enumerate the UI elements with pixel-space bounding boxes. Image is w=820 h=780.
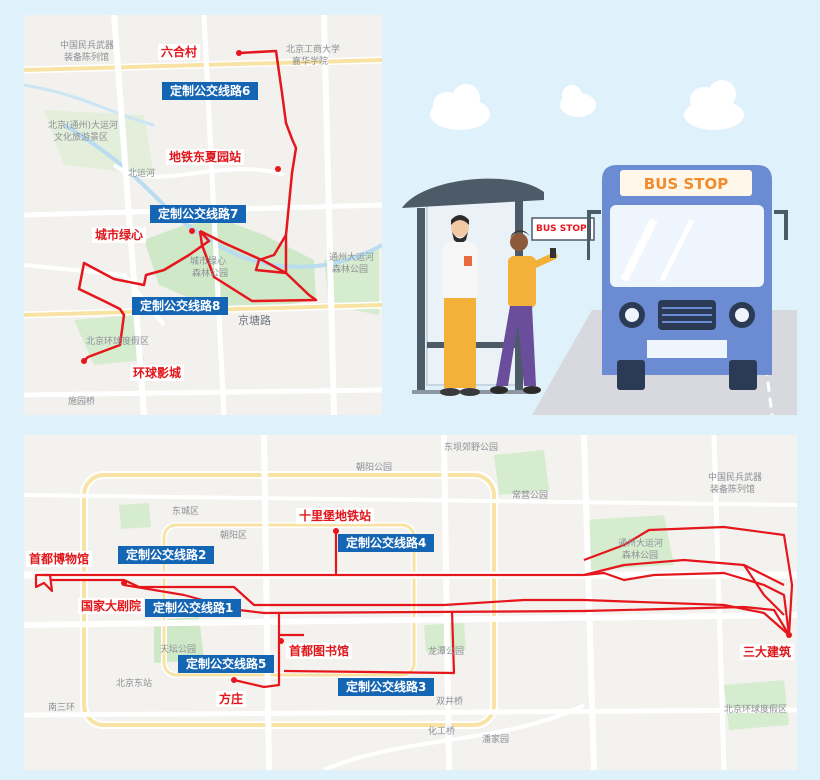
route-label-1: 定制公交线路1	[145, 599, 242, 617]
map-label: 通州大运河	[618, 539, 664, 549]
stop-label-shoudu-tushuguan: 首都图书馆	[286, 643, 353, 659]
map-label: 通州大运河	[329, 253, 375, 263]
map-label: 装备陈列馆	[64, 53, 110, 63]
map-label: 京塘路	[238, 314, 271, 327]
map-label: 森林公园	[192, 269, 229, 279]
map-label: 北京(通州)大运河	[48, 121, 119, 131]
map-label: 中国民兵武器	[60, 41, 115, 51]
map-label: 施园桥	[68, 397, 96, 407]
map-label: 南三环	[48, 703, 76, 713]
cloud-icon	[430, 80, 744, 130]
map-label: 化工桥	[428, 727, 456, 737]
stop-label-guojia-dajuyuan: 国家大剧院	[78, 598, 145, 614]
route-label-3: 定制公交线路3	[338, 678, 435, 696]
stop-label-liuhecun: 六合村	[158, 44, 201, 60]
bottom-map-base	[24, 435, 797, 770]
man-figure	[440, 215, 480, 396]
map-label: 东坝郊野公园	[444, 443, 499, 453]
route-label-4: 定制公交线路4	[338, 534, 435, 552]
map-label: 中国民兵武器	[708, 473, 763, 483]
bus-stop-board: BUS STOP	[531, 217, 595, 260]
route-label-2: 定制公交线路2	[118, 546, 215, 564]
map-label: 森林公园	[332, 265, 369, 275]
map-label: 常营公园	[512, 491, 549, 501]
map-label: 森林公园	[622, 551, 659, 561]
map-label: 双井桥	[436, 697, 464, 707]
map-label: 龙潭公园	[428, 647, 465, 657]
bus-stop-scene: BUS STOP BUS STO	[402, 80, 797, 415]
map-label: 北京环球度假区	[724, 705, 788, 715]
stop-label-dongxiayuan: 地铁东夏园站	[166, 149, 245, 165]
bus-graphic: BUS STOP	[587, 165, 788, 390]
map-label: 天坛公园	[160, 645, 197, 655]
top-route-map: 中国民兵武器 装备陈列馆 北京工商大学 嘉华学院 北京(通州)大运河 文化旅游景…	[24, 15, 382, 415]
map-label: 城市绿心	[190, 257, 227, 267]
map-label: 嘉华学院	[292, 57, 329, 67]
stop-label-shilibao: 十里堡地铁站	[296, 508, 375, 524]
map-label: 朝阳公园	[356, 463, 393, 473]
stop-label-sanda-jianzhu: 三大建筑	[740, 644, 795, 660]
map-label: 北京工商大学	[286, 45, 341, 55]
map-label: 装备陈列馆	[710, 485, 756, 495]
bottom-route-map: 东城区 朝阳区 天坛公园 南三环 化工桥 潘家园 双井桥 中国民兵武器 装备陈列…	[24, 435, 797, 770]
map-label: 北京环球度假区	[86, 337, 150, 347]
stop-label-shoudu-bowuguan: 首都博物馆	[26, 551, 93, 567]
board-text: BUS STOP	[536, 224, 587, 234]
map-label: 北运河	[128, 169, 156, 179]
bus-sign-text: BUS STOP	[644, 175, 728, 193]
map-label: 东城区	[172, 507, 200, 517]
stop-label-fangzhuang: 方庄	[216, 691, 247, 707]
map-label: 文化旅游景区	[54, 133, 109, 143]
route-label-6: 定制公交线路6	[162, 82, 259, 100]
stop-label-huanqiu-yingcheng: 环球影城	[130, 365, 185, 381]
route-label-7: 定制公交线路7	[150, 205, 247, 223]
map-label: 朝阳区	[220, 531, 248, 541]
bus-stop-illustration: BUS STOP BUS STO	[392, 60, 797, 415]
route-label-8: 定制公交线路8	[132, 297, 229, 315]
woman-figure	[490, 230, 558, 394]
stop-label-chengshi-lvxin: 城市绿心	[92, 227, 147, 243]
map-label: 潘家园	[482, 735, 510, 745]
map-label: 北京东站	[116, 679, 153, 689]
route-label-5: 定制公交线路5	[178, 655, 275, 673]
